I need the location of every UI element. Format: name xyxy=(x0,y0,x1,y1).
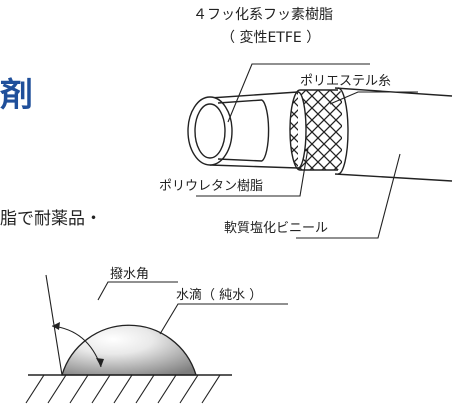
label-cover: 軟質塩化ビニール xyxy=(224,221,329,236)
surface-hatching xyxy=(25,374,221,404)
water-droplet xyxy=(61,324,197,376)
droplet-leader-lines xyxy=(97,281,288,335)
braid-layer xyxy=(289,89,342,171)
body-text-fragment: 脂で耐薬品・ xyxy=(0,209,102,229)
label-outer-resin: ４フッ化系フッ素樹脂 xyxy=(193,7,333,23)
outer-cover-tube xyxy=(334,87,453,182)
droplet-diagram xyxy=(25,274,288,404)
hose-diagram xyxy=(187,63,453,239)
label-angle: 撥水角 xyxy=(110,267,150,282)
inner-tube xyxy=(209,91,307,169)
label-inner: ポリウレタン樹脂 xyxy=(159,179,264,194)
contact-angle-marker xyxy=(45,274,104,376)
leader-lines xyxy=(196,63,418,239)
page-title-fragment: 剤 xyxy=(0,75,33,114)
fluoro-tube-end xyxy=(187,96,270,166)
label-outer-resin-sub: （ 変性ETFE ） xyxy=(221,30,321,46)
label-braid: ポリエステル糸 xyxy=(300,74,392,89)
label-droplet: 水滴（ 純水 ） xyxy=(176,288,263,303)
